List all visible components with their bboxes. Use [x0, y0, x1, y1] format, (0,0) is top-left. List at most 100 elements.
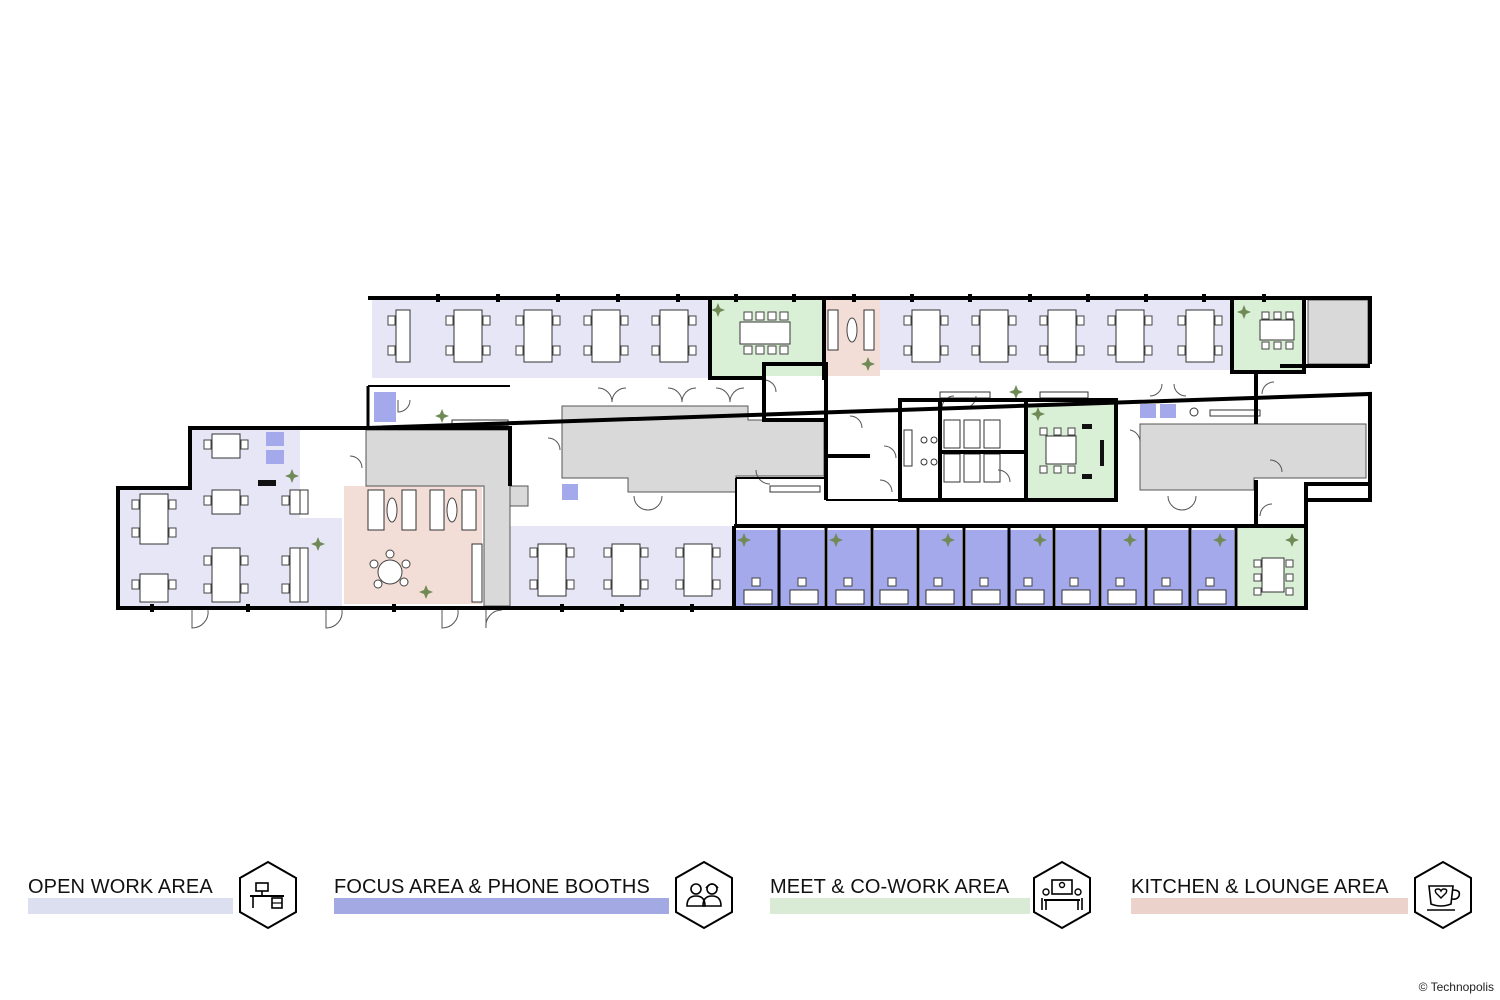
booth-desk: [789, 589, 819, 605]
sofa: [461, 489, 477, 531]
plant-icon: [1123, 533, 1137, 547]
desk: [979, 309, 1009, 363]
core-west-step: [509, 485, 529, 507]
plant-icon: [419, 585, 433, 599]
desk: [911, 309, 941, 363]
desk: [211, 489, 241, 515]
legend-color-swatch: [1131, 898, 1408, 914]
desk: [591, 309, 621, 363]
phone-booth-1: [374, 392, 396, 422]
sofa: [827, 309, 839, 351]
plant-icon: [1285, 533, 1299, 547]
counter: [939, 391, 991, 399]
meeting-table: [1259, 319, 1295, 341]
booth-desk: [1015, 589, 1045, 605]
plants: [285, 303, 1299, 599]
plant-icon: [435, 409, 449, 423]
sofa: [401, 489, 417, 531]
phone-booth-6: [1160, 404, 1176, 418]
desk: [139, 493, 169, 545]
counter: [769, 485, 821, 493]
booth-desk: [835, 589, 865, 605]
meeting-table: [739, 321, 791, 345]
outer-wall: [116, 296, 1372, 610]
counter: [299, 489, 309, 515]
phone-booth-5: [1140, 404, 1156, 418]
plant-icon: [737, 533, 751, 547]
legend-label: OPEN WORK AREA: [28, 876, 213, 898]
sofa: [863, 309, 875, 351]
core-east: [1139, 423, 1367, 491]
phone-booth-2: [266, 432, 284, 446]
booth-desk: [1107, 589, 1137, 605]
washrooms: [903, 407, 1199, 483]
desk: [1115, 309, 1145, 363]
coffee-table: [846, 317, 858, 343]
booth-desk: [971, 589, 1001, 605]
core-northeast: [1307, 299, 1369, 365]
coffee-heart-icon: [1414, 860, 1472, 930]
copyright-notice: © Technopolis: [1418, 980, 1494, 994]
core-zones: [365, 299, 1369, 607]
screen: [1082, 424, 1092, 429]
lounge-furniture: [369, 317, 858, 589]
counter: [1039, 391, 1089, 399]
desk: [683, 543, 713, 597]
booth-desk: [1197, 589, 1227, 605]
desk: [611, 543, 641, 597]
screen: [1100, 440, 1104, 466]
screen: [258, 480, 276, 486]
legend-label: KITCHEN & LOUNGE AREA: [1131, 876, 1389, 898]
desk-clusters: [139, 309, 1295, 605]
booth-desk: [743, 589, 773, 605]
booth-desk: [925, 589, 955, 605]
sofa: [429, 489, 445, 531]
coffee-table: [446, 497, 458, 523]
round-table: [377, 559, 403, 585]
desk: [211, 547, 241, 603]
legend-color-swatch: [770, 898, 1030, 914]
phone-booth-3: [266, 450, 284, 464]
legend-label: MEET & CO-WORK AREA: [770, 876, 1010, 898]
plant-icon: [1031, 407, 1045, 421]
walls: [116, 296, 1372, 610]
legend-color-swatch: [334, 898, 669, 914]
meeting-icon: [1033, 860, 1091, 930]
booth-desk: [1153, 589, 1183, 605]
plant-icon: [1033, 533, 1047, 547]
plant-icon: [1009, 385, 1023, 399]
plant-icon: [311, 537, 325, 551]
screen: [1082, 474, 1092, 479]
plant-icon: [829, 533, 843, 547]
phone-booth-4: [562, 484, 578, 500]
plant-icon: [1213, 533, 1227, 547]
desk: [1185, 309, 1215, 363]
booth-desk: [1061, 589, 1091, 605]
plant-icon: [1237, 305, 1251, 319]
desk: [659, 309, 689, 363]
desk: [395, 309, 411, 363]
counter: [1209, 409, 1261, 417]
window-mullions: [150, 294, 1266, 612]
desk: [537, 543, 567, 597]
booth-desk: [879, 589, 909, 605]
plant-icon: [941, 533, 955, 547]
desk: [1047, 309, 1077, 363]
doors: [191, 379, 1283, 629]
desk: [453, 309, 483, 363]
meeting-table: [1261, 557, 1285, 593]
plant-icon: [711, 303, 725, 317]
counter: [299, 547, 309, 603]
screens: [258, 424, 1104, 486]
plant-icon: [285, 469, 299, 483]
meeting-table: [1045, 435, 1077, 465]
desk-icon: [239, 860, 297, 930]
legend-label: FOCUS AREA & PHONE BOOTHS: [334, 876, 650, 898]
desk: [523, 309, 553, 363]
counter: [471, 543, 483, 603]
floor-plan: [116, 294, 1372, 629]
sofa: [367, 489, 385, 531]
coffee-table: [386, 497, 398, 523]
legend-color-swatch: [28, 898, 233, 914]
chairs: [131, 311, 1294, 596]
